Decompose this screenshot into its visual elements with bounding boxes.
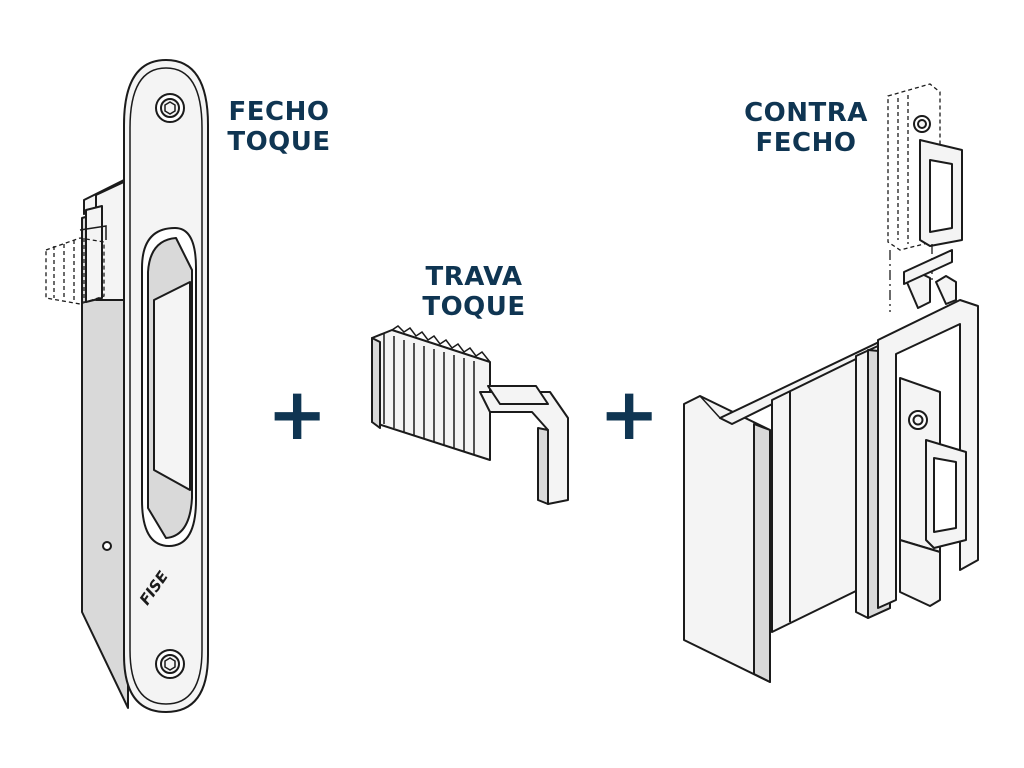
label-line: TOQUE	[227, 127, 331, 157]
plus-sign: +	[267, 372, 328, 456]
label-line: TRAVA	[425, 262, 523, 292]
plus-sign: +	[599, 372, 660, 456]
strike-plate-exploded	[887, 83, 963, 251]
fecho-toque-latch: FISE	[45, 59, 209, 713]
contra-fecho-strike	[683, 83, 979, 683]
label-line: TOQUE	[422, 292, 526, 322]
trava-toque-catch	[371, 325, 569, 505]
label-fecho-toque: FECHO TOQUE	[214, 97, 344, 157]
bottom-screw-icon	[155, 649, 185, 679]
label-line: FECHO	[755, 128, 857, 158]
label-trava-toque: TRAVA TOQUE	[404, 262, 544, 322]
label-line: FECHO	[228, 97, 330, 127]
label-contra-fecho: CONTRA FECHO	[736, 98, 876, 158]
label-line: CONTRA	[744, 98, 868, 128]
aluminium-profile	[683, 249, 979, 683]
latch-hook-dashed	[45, 225, 107, 305]
top-screw-icon	[155, 93, 185, 123]
latch-small-hole	[102, 541, 112, 551]
